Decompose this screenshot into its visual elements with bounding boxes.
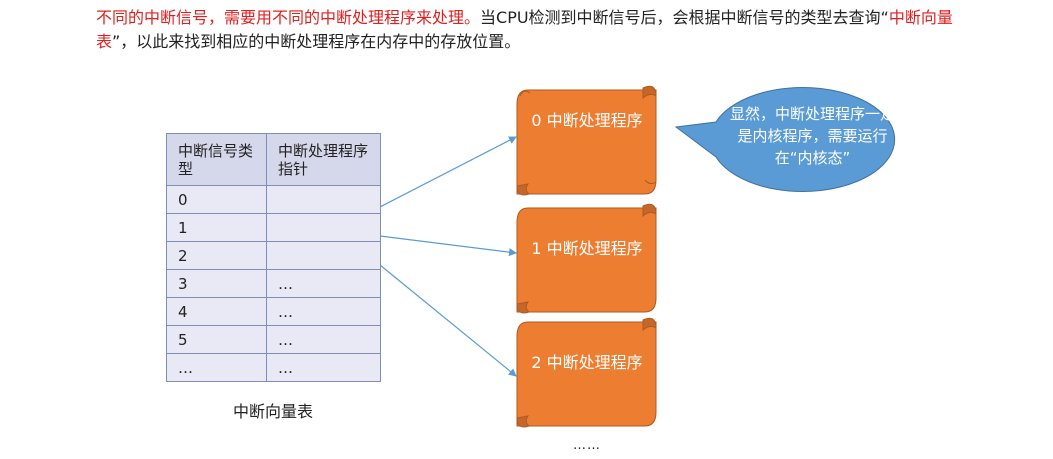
table-caption: 中断向量表 [232, 402, 313, 421]
handler-scroll-2 [516, 317, 657, 428]
table-row: 4 … [166, 297, 381, 326]
handler-scroll-1 [516, 203, 657, 314]
row-pointer: … [266, 353, 381, 382]
row-type: 0 [166, 185, 267, 214]
intro-text-2: ”，以此来找到相应的中断处理程序在内存中的存放位置。 [112, 32, 521, 51]
row-pointer: … [266, 325, 381, 354]
row-type: … [166, 353, 267, 382]
table-row: 5 … [166, 325, 381, 354]
arrow-1 [379, 235, 517, 257]
table-row: 1 [166, 213, 381, 242]
row-pointer [266, 241, 381, 270]
intro-text-1: 当CPU检测到中断信号后，会根据中断信号的类型去查询“ [480, 8, 889, 27]
table-row: 3 … [166, 269, 381, 298]
callout-text: 显然，中断处理程序一定是内核程序，需要运行在“内核态” [730, 105, 896, 167]
handler-label-2: 2 中断处理程序 [531, 353, 643, 372]
handler-label-0: 0 中断处理程序 [531, 111, 643, 130]
arrow-2 [379, 264, 517, 377]
handler-scroll-0 [516, 85, 657, 196]
callout-bubble [674, 87, 896, 192]
arrow-0 [379, 136, 517, 208]
table-row: 2 [166, 241, 381, 270]
table-header-row: 中断信号类型 中断处理程序指针 [166, 133, 381, 186]
interrupt-vector-table: 中断信号类型 中断处理程序指针 0 1 2 3 … 4 … 5 … … … [166, 133, 381, 382]
header-signal-type: 中断信号类型 [166, 133, 267, 186]
intro-term: 中断向量表 [96, 8, 953, 51]
row-pointer [266, 185, 381, 214]
handler-label-1: 1 中断处理程序 [531, 239, 643, 258]
header-handler-pointer: 中断处理程序指针 [266, 133, 381, 186]
row-type: 2 [166, 241, 267, 270]
row-pointer: … [266, 269, 381, 298]
row-pointer: … [266, 297, 381, 326]
intro-paragraph: 不同的中断信号，需要用不同的中断处理程序来处理。当CPU检测到中断信号后，会根据… [96, 6, 976, 54]
table-row: 0 [166, 185, 381, 214]
row-type: 4 [166, 297, 267, 326]
row-pointer [266, 213, 381, 242]
row-type: 1 [166, 213, 267, 242]
more-handlers-ellipsis: …… [573, 438, 601, 453]
row-type: 3 [166, 269, 267, 298]
intro-highlight: 不同的中断信号，需要用不同的中断处理程序来处理。 [96, 8, 481, 27]
row-type: 5 [166, 325, 267, 354]
table-row: … … [166, 353, 381, 382]
